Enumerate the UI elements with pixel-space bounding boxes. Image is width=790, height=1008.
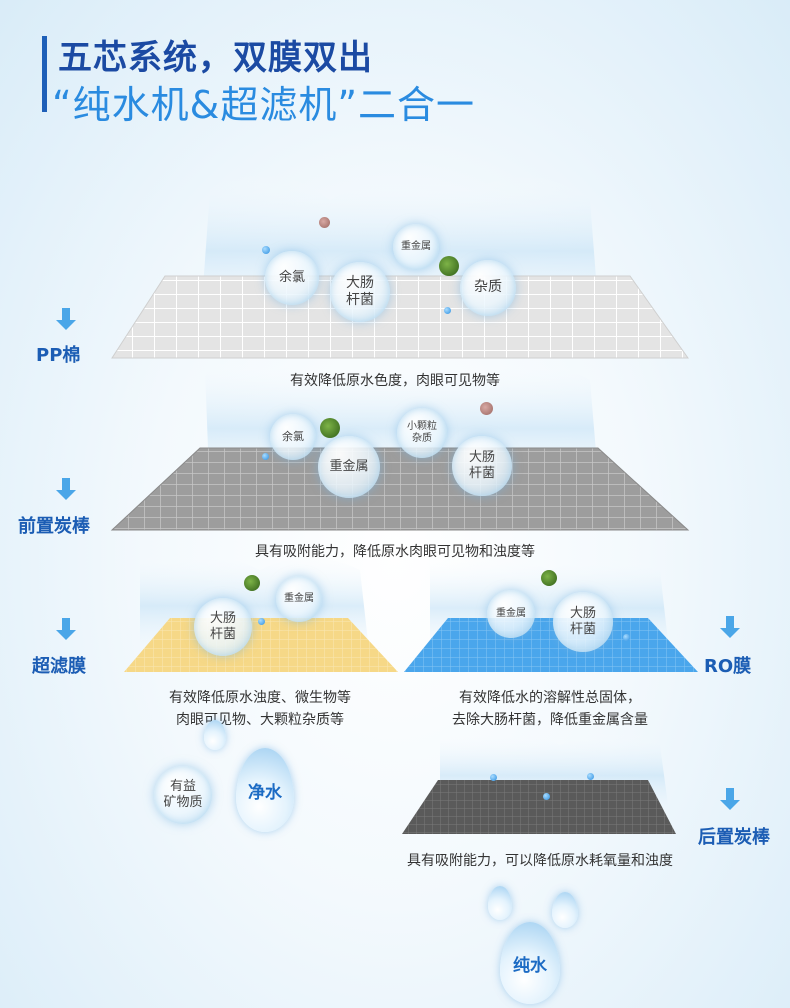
stage-label-uf: 超滤膜 xyxy=(32,656,86,677)
contaminant-bubble-small-particles: 小颗粒 杂质 xyxy=(397,408,447,458)
water-drop-dot xyxy=(262,246,270,254)
water-droplet-icon xyxy=(204,720,226,750)
pure-water-label: 纯水 xyxy=(513,955,547,976)
stage-description-pre-carbon: 具有吸附能力，降低原水肉眼可见物和浊度等 xyxy=(255,544,535,560)
germ-icon xyxy=(480,402,493,415)
stage-label-pp: PP棉 xyxy=(36,345,81,366)
contaminant-bubble-ecoli: 大肠 杆菌 xyxy=(452,436,512,496)
post-carbon-membrane xyxy=(402,780,676,834)
water-droplet-icon xyxy=(552,892,578,928)
contaminant-bubble-chlorine: 余氯 xyxy=(270,414,316,460)
stage-label-post-carbon: 后置炭棒 xyxy=(698,827,770,848)
water-drop-dot xyxy=(262,453,269,460)
stage-label-pre-carbon: 前置炭棒 xyxy=(18,516,90,537)
stage-description-ro-line2: 去除大肠杆菌，降低重金属含量 xyxy=(452,712,648,728)
stage-description-pp: 有效降低原水色度，肉眼可见物等 xyxy=(290,373,500,389)
contaminant-bubble-heavy-metal: 重金属 xyxy=(393,224,439,270)
germ-icon xyxy=(244,575,260,591)
contaminant-bubble-heavy-metal: 重金属 xyxy=(276,576,322,622)
pre-carbon-membrane xyxy=(110,447,690,531)
water-drop-dot xyxy=(490,774,497,781)
contaminant-bubble-heavy-metal: 重金属 xyxy=(318,436,380,498)
contaminant-bubble-heavy-metal: 重金属 xyxy=(487,590,535,638)
uf-membrane xyxy=(124,618,398,672)
contaminant-bubble-ecoli: 大肠 杆菌 xyxy=(553,592,613,652)
water-drop-dot xyxy=(258,618,265,625)
stage-description-uf-line1: 有效降低原水浊度、微生物等 xyxy=(169,690,351,706)
clean-water-label: 净水 xyxy=(248,782,282,803)
contaminant-bubble-ecoli: 大肠 杆菌 xyxy=(330,262,390,322)
germ-icon xyxy=(320,418,340,438)
water-drop-dot xyxy=(543,793,550,800)
stage-description-post-carbon: 具有吸附能力，可以降低原水耗氧量和浊度 xyxy=(407,853,673,869)
water-drop-dot xyxy=(587,773,594,780)
page-title: 五芯系统，双膜双出 xyxy=(58,38,373,78)
contaminant-bubble-ecoli: 大肠 杆菌 xyxy=(194,598,252,656)
title-accent-bar xyxy=(42,36,47,112)
stage-label-ro: RO膜 xyxy=(704,656,752,677)
germ-icon xyxy=(319,217,330,228)
ro-membrane xyxy=(404,618,698,672)
contaminant-bubble-chlorine: 余氯 xyxy=(265,251,319,305)
contaminant-bubble-impurities: 杂质 xyxy=(460,260,516,316)
stage-description-ro-line1: 有效降低水的溶解性总固体， xyxy=(459,690,641,706)
pure-water-drop: 纯水 xyxy=(500,922,560,1004)
germ-icon xyxy=(439,256,459,276)
clean-water-drop: 净水 xyxy=(236,748,294,832)
water-droplet-icon xyxy=(488,886,512,920)
mineral-bubble: 有益 矿物质 xyxy=(154,766,212,824)
water-drop-dot xyxy=(444,307,451,314)
germ-icon xyxy=(541,570,557,586)
stage-description-uf-line2: 肉眼可见物、大颗粒杂质等 xyxy=(176,712,344,728)
pp-cotton-membrane xyxy=(111,275,689,359)
page-subtitle: “纯水机&超滤机”二合一 xyxy=(52,83,476,127)
water-drop-dot xyxy=(623,634,630,641)
